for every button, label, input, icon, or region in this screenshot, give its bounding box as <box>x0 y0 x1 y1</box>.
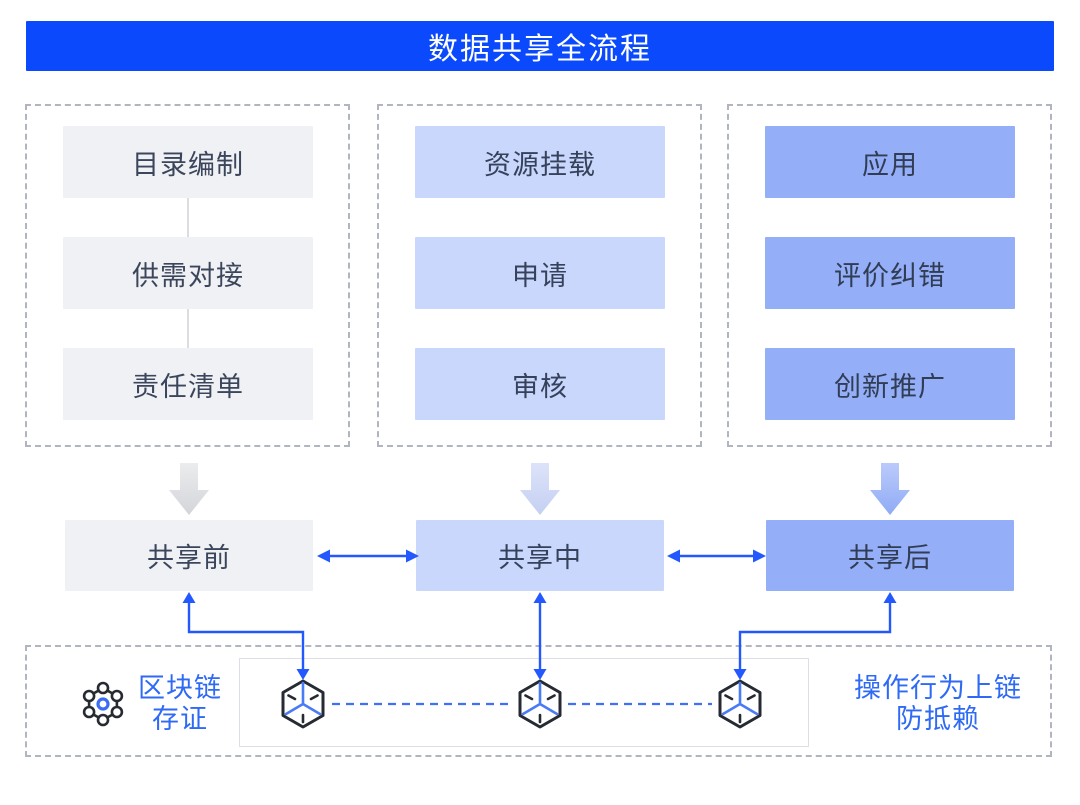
flow-step-box: 责任清单 <box>63 348 313 420</box>
down-arrow-icon <box>520 463 560 515</box>
phase-box-post: 共享后 <box>766 520 1014 591</box>
flow-step-box: 资源挂载 <box>415 126 665 198</box>
flow-step-box: 评价纠错 <box>765 237 1015 309</box>
blockchain-cube-icon <box>718 679 762 729</box>
blockchain-cert-label: 区块链 存证 <box>125 673 235 735</box>
step-connector-line <box>187 198 189 237</box>
blockchain-panel <box>25 645 1052 757</box>
flow-step-box: 审核 <box>415 348 665 420</box>
cert-label-line2: 存证 <box>152 704 208 734</box>
chain-note-label: 操作行为上链 防抵赖 <box>833 673 1043 735</box>
blockchain-cube-icon <box>281 679 325 729</box>
column-pre-sharing: 目录编制 供需对接 责任清单 <box>25 104 350 447</box>
phase-link-arrow <box>667 549 766 563</box>
flow-step-box: 创新推广 <box>765 348 1015 420</box>
down-arrow-icon <box>870 463 910 515</box>
diagram-title-bar: 数据共享全流程 <box>26 21 1054 71</box>
flow-step-box: 应用 <box>765 126 1015 198</box>
phase-link-arrow <box>317 549 419 563</box>
column-post-sharing: 应用 评价纠错 创新推广 <box>727 104 1052 447</box>
phase-box-mid: 共享中 <box>416 520 664 591</box>
down-arrow-icon <box>169 463 209 515</box>
diagram-title: 数据共享全流程 <box>428 33 652 66</box>
phase-box-pre: 共享前 <box>65 520 313 591</box>
note-line1: 操作行为上链 <box>854 673 1022 703</box>
molecule-network-icon <box>82 681 124 727</box>
flow-step-box: 目录编制 <box>63 126 313 198</box>
cert-label-line1: 区块链 <box>138 673 222 703</box>
chain-nodes-box <box>239 658 809 747</box>
blockchain-cube-icon <box>518 679 562 729</box>
column-mid-sharing: 资源挂载 申请 审核 <box>377 104 702 447</box>
flow-step-box: 申请 <box>415 237 665 309</box>
flow-step-box: 供需对接 <box>63 237 313 309</box>
step-connector-line <box>187 309 189 348</box>
note-line2: 防抵赖 <box>896 704 980 734</box>
